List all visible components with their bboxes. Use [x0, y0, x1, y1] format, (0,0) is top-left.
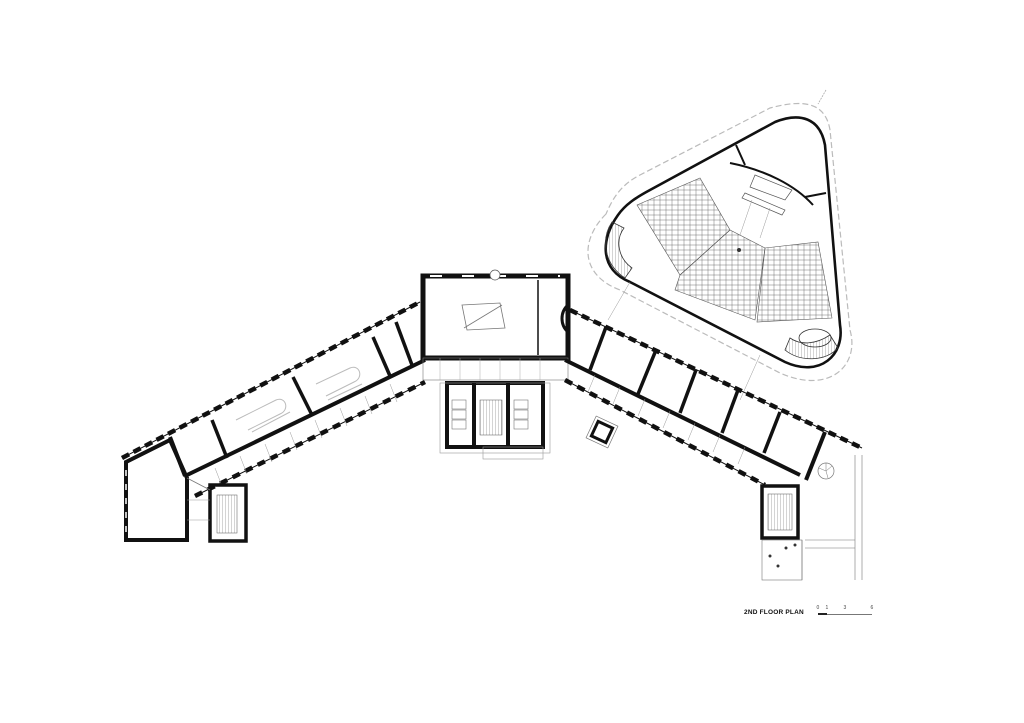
stage-wall	[804, 192, 827, 198]
partition-wall	[210, 419, 229, 459]
east-corridor-floor-lines	[587, 374, 746, 465]
seating-block-east	[756, 241, 833, 323]
west-corridor-floor-lines	[214, 383, 398, 487]
guide-line	[739, 354, 761, 401]
classroom-furniture	[235, 366, 363, 433]
west-curved-stair	[605, 221, 633, 279]
partition-wall	[804, 431, 827, 481]
center-point-marker	[737, 248, 741, 252]
partition-wall	[636, 349, 658, 395]
stage-wall	[735, 144, 746, 166]
partition-wall	[762, 411, 782, 454]
north-indicator-line	[817, 89, 827, 105]
toilet-cubicles	[451, 399, 529, 430]
partition-wall	[291, 376, 314, 416]
stage-curve	[729, 162, 814, 206]
plan-title: 2ND FLOOR PLAN	[744, 608, 804, 616]
partition-wall	[371, 336, 392, 377]
lift-shaft	[585, 415, 619, 449]
scale-line	[817, 614, 872, 615]
scale-tick: 0	[816, 605, 820, 611]
west-wing-outer-wall-line	[121, 301, 421, 459]
title-block: 2ND FLOOR PLAN 0 1 3 6	[744, 605, 874, 619]
stage-platform	[739, 174, 793, 239]
partition-wall	[588, 326, 608, 371]
auditorium-wall	[604, 116, 842, 369]
scale-bar: 0 1 3 6	[816, 605, 874, 619]
central-corridor	[422, 357, 569, 381]
hall-niche	[489, 269, 501, 281]
seating	[636, 177, 833, 323]
east-staircase-walls	[760, 484, 800, 540]
east-wing	[563, 307, 863, 581]
hall-apse	[560, 303, 570, 334]
central-hall-walls	[420, 273, 571, 361]
central-staircase	[479, 399, 503, 436]
partition-wall	[720, 389, 740, 434]
west-wing	[120, 300, 426, 543]
east-staircase	[767, 493, 793, 531]
scale-tick: 6	[870, 605, 874, 611]
west-staircase-walls	[208, 483, 248, 543]
east-annex	[761, 455, 863, 581]
hall-table	[461, 302, 506, 331]
east-landing	[798, 328, 832, 348]
auditorium	[587, 89, 853, 401]
west-corridor-wall	[184, 358, 426, 478]
seating-block-center	[674, 229, 766, 321]
partition-wall	[678, 369, 698, 414]
guide-line	[607, 281, 631, 321]
scale-tick: 3	[843, 605, 847, 611]
west-end-room-walls	[124, 437, 189, 542]
scale-solid-segment	[817, 613, 827, 615]
central-block	[420, 269, 571, 460]
partition-wall	[394, 321, 414, 366]
auditorium-canopy-outline	[587, 102, 853, 382]
east-corridor-wall	[564, 358, 801, 477]
west-staircase	[216, 494, 238, 534]
scale-tick: 1	[825, 605, 829, 611]
